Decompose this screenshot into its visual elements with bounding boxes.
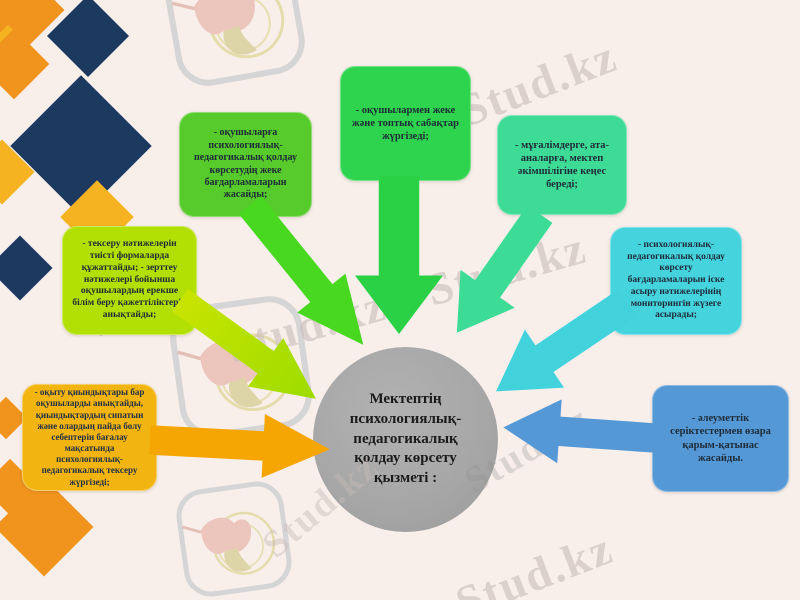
- watermark-text: Stud.kz: [448, 522, 620, 600]
- node-top-right-label: - мұғалімдерге, ата-аналарға, мектеп әкі…: [515, 139, 609, 191]
- node-bottom-right: - әлеуметтік серіктестермен өзара қарым-…: [652, 385, 789, 492]
- deco-diamond-orange: [0, 28, 50, 100]
- node-top-center-label: - оқушылармен жеке және топтық сабақтар …: [352, 104, 459, 142]
- node-left: - оқыту қиындықтары бар оқушыларды анықт…: [22, 384, 157, 491]
- node-upper-left: - тексеру нәтижелерін тиісті формаларда …: [62, 226, 197, 335]
- central-node: Мектептің психологиялық-педагогикалық қо…: [313, 347, 498, 532]
- node-right-label: - психологиялық-педагогикалық қолдау көр…: [627, 239, 725, 321]
- node-left-label: - оқыту қиындықтары бар оқушыларды анықт…: [34, 387, 145, 487]
- node-top-center: - оқушылармен жеке және топтық сабақтар …: [340, 66, 471, 181]
- central-node-label: Мектептің психологиялық-педагогикалық қо…: [349, 391, 462, 487]
- node-bottom-right-label: - әлеуметтік серіктестермен өзара қарым-…: [670, 413, 771, 464]
- node-upper-left-label: - тексеру нәтижелерін тиісті формаларда …: [72, 239, 187, 320]
- node-top-left: - оқушыларға психологиялық-педагогикалық…: [179, 112, 312, 217]
- node-top-right: - мұғалімдерге, ата-аналарға, мектеп әкі…: [497, 115, 627, 215]
- node-top-left-label: - оқушыларға психологиялық-педагогикалық…: [194, 127, 297, 201]
- deco-diamond-navy: [0, 235, 53, 301]
- studkz-logo-stamp: [156, 0, 312, 94]
